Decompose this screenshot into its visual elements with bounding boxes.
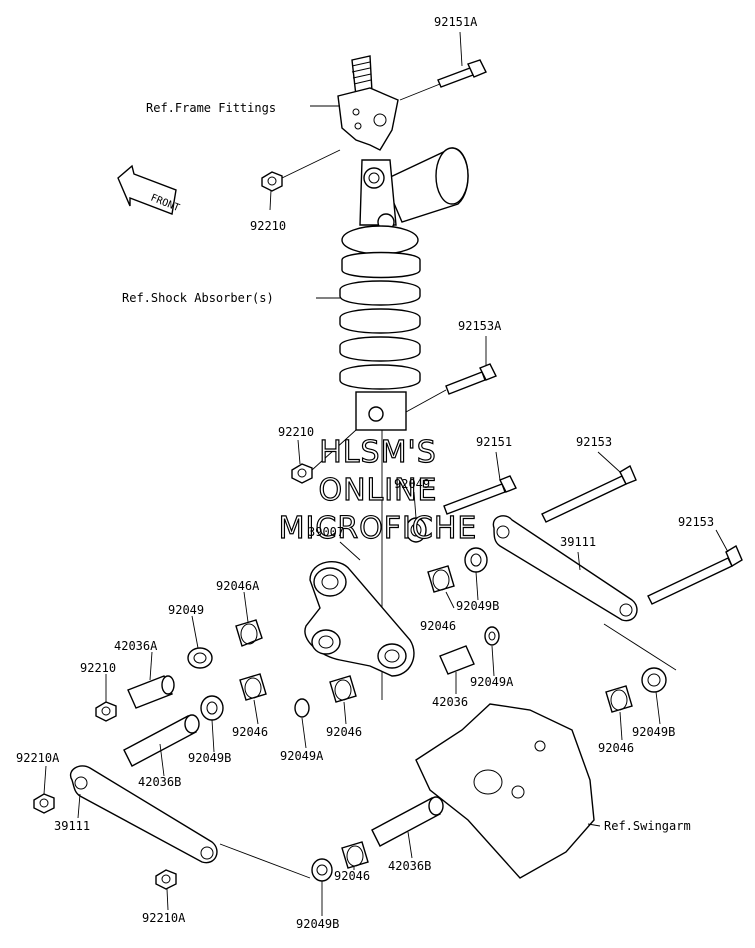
- collar-92049-top: [405, 517, 427, 543]
- label-92049B-mid: 92049B: [456, 599, 499, 613]
- label-92049B-left: 92049B: [188, 751, 231, 765]
- rocker-arm-39007: [304, 561, 415, 677]
- label-92046-b: 92046: [326, 725, 362, 739]
- label-92210-mid: 92210: [278, 425, 314, 439]
- sleeve-42036: [439, 645, 475, 675]
- bolt-92153-upper: [541, 464, 637, 523]
- label-92210-left: 92210: [80, 661, 116, 675]
- bolt-92153-lower: [647, 544, 743, 605]
- nut-92210-top: [261, 171, 283, 192]
- label-92049B-right: 92049B: [632, 725, 675, 739]
- nut-92210A-bottom: [155, 869, 177, 890]
- label-92049A-bottom: 92049A: [280, 749, 324, 763]
- label-92046-bottom: 92046: [334, 869, 370, 883]
- shock-absorber: [339, 147, 469, 431]
- frame-fitting-bracket: [337, 55, 399, 151]
- label-42036: 42036: [432, 695, 468, 709]
- bolt-92153A: [445, 363, 497, 395]
- collar-92049B-bottom: [311, 858, 333, 882]
- leader-lines: [43, 31, 729, 916]
- watermark-line-3: MICROFICHE: [279, 511, 478, 546]
- front-arrow-icon: [117, 164, 177, 215]
- sleeve-42036B-bottom: [371, 796, 444, 847]
- label-92210A-bottom: 92210A: [142, 911, 186, 925]
- sleeve-42036A: [127, 675, 175, 709]
- bearing-92046-mid: [427, 565, 455, 593]
- collar-92049B-mid: [464, 547, 488, 573]
- bearing-92046-right: [605, 685, 633, 713]
- collar-92049B-right: [641, 667, 667, 693]
- watermark: HLSM'S ONLINE MICROFICHE: [278, 434, 478, 546]
- washer-92049A-bottom: [294, 698, 310, 718]
- label-39111-left: 39111: [54, 819, 90, 833]
- label-92049B-bottom: 92049B: [296, 917, 339, 931]
- nut-92210-mid: [291, 463, 313, 484]
- bearing-92046-b: [329, 675, 357, 703]
- bearing-92046A: [235, 619, 263, 647]
- label-frame-fittings: Ref.Frame Fittings: [146, 101, 276, 115]
- label-92153A: 92153A: [458, 319, 502, 333]
- label-92049-left: 92049: [168, 603, 204, 617]
- label-swingarm: Ref.Swingarm: [604, 819, 691, 833]
- watermark-line-2: ONLINE: [318, 473, 437, 508]
- label-92210-top: 92210: [250, 219, 286, 233]
- label-42036B-bottom: 42036B: [388, 859, 431, 873]
- bolt-92151: [443, 475, 517, 515]
- label-92153-upper: 92153: [576, 435, 612, 449]
- label-92046A: 92046A: [216, 579, 260, 593]
- tie-rod-39111-right: [492, 515, 638, 622]
- nut-92210-left: [95, 701, 117, 722]
- label-92049-top: 92049: [394, 477, 430, 491]
- label-92151A: 92151A: [434, 15, 478, 29]
- watermark-line-1: HLSM'S: [319, 435, 437, 470]
- tie-rod-39111-left: [69, 765, 218, 864]
- nut-92210A-top: [33, 793, 55, 814]
- bolt-92151A: [437, 59, 487, 88]
- collar-92049B-left: [200, 695, 224, 721]
- label-92046-mid: 92046: [420, 619, 456, 633]
- label-39111-right: 39111: [560, 535, 596, 549]
- label-92210A-top: 92210A: [16, 751, 60, 765]
- label-92046-a: 92046: [232, 725, 268, 739]
- bearing-92046-bottom: [341, 841, 369, 869]
- label-92049A-right: 92049A: [470, 675, 514, 689]
- bearing-92046-a: [239, 673, 267, 701]
- label-92151: 92151: [476, 435, 512, 449]
- label-shock-absorber: Ref.Shock Absorber(s): [122, 291, 274, 305]
- label-39007: 39007: [308, 525, 344, 539]
- label-42036B-left: 42036B: [138, 775, 181, 789]
- sleeve-42036B-left: [123, 714, 200, 767]
- swingarm: [415, 703, 595, 879]
- label-92046-right: 92046: [598, 741, 634, 755]
- label-92153-lower: 92153: [678, 515, 714, 529]
- washer-92049A-right: [484, 626, 500, 646]
- label-42036A: 42036A: [114, 639, 158, 653]
- collar-92049-left: [187, 647, 213, 669]
